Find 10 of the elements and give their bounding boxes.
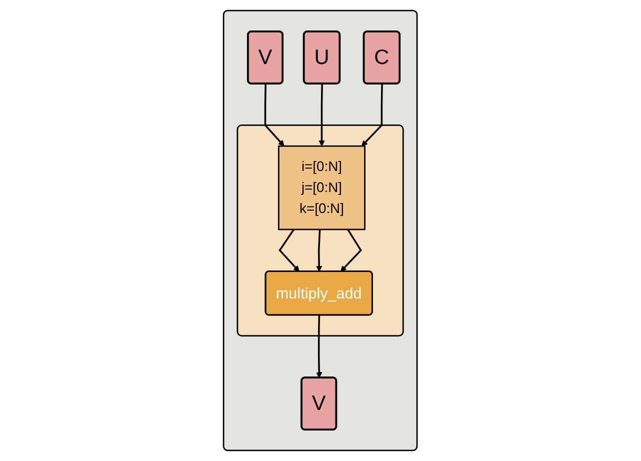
arrow xyxy=(316,315,322,378)
arrow xyxy=(318,84,325,146)
cluster xyxy=(223,10,418,452)
arrow xyxy=(362,84,384,146)
arrow xyxy=(316,229,322,272)
arrow xyxy=(264,84,285,146)
arrow xyxy=(278,228,300,272)
node-box: i=[0:N] j=[0:N] k=[0:N] xyxy=(278,145,366,230)
cluster xyxy=(236,124,404,336)
arrow xyxy=(340,229,362,272)
